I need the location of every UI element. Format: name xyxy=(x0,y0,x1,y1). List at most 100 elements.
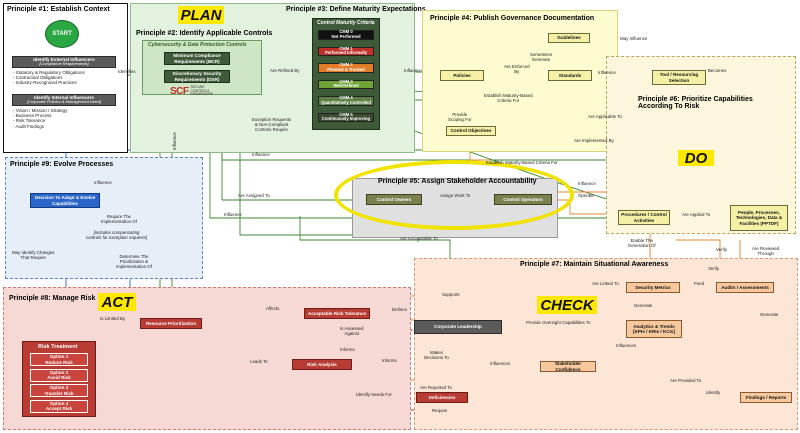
label-establish-criteria-for: Establish Maturity-Based Criteria For xyxy=(486,160,558,165)
label-influence-p2p5: Influence xyxy=(224,212,242,217)
principle-5-highlight xyxy=(334,160,574,230)
internal-influencers-header: Identify Internal Influencers[Corporate … xyxy=(12,94,116,106)
label-affects: Affects xyxy=(266,306,280,311)
label-feed: Feed xyxy=(694,281,705,286)
guidelines-box: Guidelines xyxy=(548,33,590,43)
cmm-level-2: CMM 2 Planned & Tracked xyxy=(318,63,374,73)
label-provide-scoping: Provide Scoping For xyxy=(448,112,472,123)
check-banner: CHECK xyxy=(537,296,597,314)
label-informs-2: Informs xyxy=(382,358,397,363)
label-sometimes-generate: Sometimes Generate xyxy=(530,52,552,63)
plan-banner: PLAN xyxy=(178,6,224,24)
principle-4-title: Principle #4: Publish Governance Documen… xyxy=(430,15,595,22)
acceptable-risk-tolerance-box: Acceptable Risk Tolerance xyxy=(304,308,370,319)
audits-box: Audits / Assessments xyxy=(716,282,774,293)
label-identify: Identify xyxy=(706,390,721,395)
controls-panel xyxy=(142,40,262,95)
label-supports: Supports xyxy=(442,292,460,297)
control-owners-box: Control Owners xyxy=(366,194,422,205)
label-are-enforced-by: Are Enforced By xyxy=(504,64,530,75)
maturity-criteria-title: Control Maturity Criteria xyxy=(317,20,375,26)
risk-option-3: Option 3 Transfer Risk xyxy=(30,384,88,397)
risk-analysis-box: Risk Analysis xyxy=(292,359,352,370)
label-becomes: Becomes xyxy=(708,68,727,73)
label-operate: Operate xyxy=(578,193,594,198)
internal-influencers-subtitle: [Corporate Policies & Management Intent] xyxy=(26,99,102,105)
cmm-level-5: CMM 5 Continuously Improving xyxy=(318,112,374,123)
scf-logo-letters: SCF xyxy=(170,86,189,97)
principle-2-title: Principle #2: Identify Applicable Contro… xyxy=(136,30,273,37)
external-influencers-subtitle: [Compliance Requirements] xyxy=(39,61,89,67)
label-are-reported-to: Are Reported To xyxy=(420,385,452,390)
label-influence-p9: Influence xyxy=(94,180,112,185)
label-influences-2: Influences xyxy=(490,361,511,366)
standards-box: Standards xyxy=(548,70,592,81)
label-determine-prioritization: Determine The Prioritization & Implement… xyxy=(116,254,152,270)
external-influencers-header: Identify External Influencers[Compliance… xyxy=(12,56,116,68)
external-influencers-list: - Statutory & Regulatory Obligations - C… xyxy=(13,70,85,86)
principle-8-title: Principle #8: Manage Risk xyxy=(9,295,96,302)
principle-9-region xyxy=(5,157,203,279)
label-may-influence: May Influence xyxy=(620,36,648,41)
do-region xyxy=(606,56,796,234)
label-is-assessed-against: Is Assessed Against xyxy=(340,326,364,337)
internal-influencers-title: Identify Internal Influencers xyxy=(34,95,94,101)
controls-panel-title: Cybersecurity & Data Protection Controls xyxy=(148,42,247,48)
principle-3-title: Principle #3: Define Maturity Expectatio… xyxy=(286,6,426,13)
label-influence-vert: Influence xyxy=(172,132,177,150)
label-are-linked-to: Are Linked To xyxy=(592,281,619,286)
label-makes-decisions: Makes Decisions To xyxy=(424,350,449,361)
label-exception-requests: Exception Requests & Non-Compliant Contr… xyxy=(252,117,292,133)
control-objectives-box: Control Objectives xyxy=(446,126,496,136)
mcr-box: Minimum Compliance Requirements (MCR) xyxy=(164,52,230,65)
cmm-level-1: CMM 1 Performed Informally xyxy=(318,46,374,57)
label-verify-2: Verify xyxy=(708,266,719,271)
risk-option-4: Option 4 Accept Risk xyxy=(30,399,88,413)
label-influence-p4p6: Influence xyxy=(598,70,616,75)
findings-reports-box: Findings / Reports xyxy=(740,392,792,403)
principle-1-title: Principle #1: Establish Context xyxy=(7,6,110,13)
tool-resourcing-box: Tool / Resourcing Selection xyxy=(652,70,706,85)
label-establish-maturity: Establish Maturity-Based Criteria For xyxy=(484,93,533,104)
dsr-box: Discretionary Security Requirements (DSR… xyxy=(164,70,230,83)
label-provide-oversight: Provide Oversight Capabilities To xyxy=(526,320,591,325)
label-enable-generation: Enable The Generation Of xyxy=(628,238,656,249)
resource-prioritization-box: Resource Prioritization xyxy=(140,318,202,329)
pptdf-box: People, Processes, Technologies, Data & … xyxy=(730,205,788,231)
label-are-reviewed-through: Are Reviewed Through xyxy=(752,246,780,257)
label-are-applicable-to: Are Applicable To xyxy=(588,114,622,119)
assign-work-label: Assign Work To xyxy=(440,193,471,198)
label-are-assigned-to: Are Assigned To xyxy=(238,193,270,198)
decision-evolve-box: Decision To Adapt & Evolve Capabilities xyxy=(30,193,100,208)
label-influences-1: Influences xyxy=(616,343,637,348)
external-influencers-title: Identify External Influencers xyxy=(33,57,95,63)
cmm-level-3: CMM 3 Well-Defined xyxy=(318,79,374,90)
principle-7-title: Principle #7: Maintain Situational Aware… xyxy=(520,261,669,268)
label-are-refined-by: Are Refined By xyxy=(270,68,300,73)
security-metrics-box: Security Metrics xyxy=(626,282,680,293)
stakeholder-confidence-box: Stakeholder Confidence xyxy=(540,361,596,372)
label-generate-2: Generate xyxy=(760,312,779,317)
principle-5-title: Principle #5: Assign Stakeholder Account… xyxy=(378,178,537,185)
label-are-implemented-by: Are Implemented By xyxy=(574,138,614,143)
policies-box: Policies xyxy=(440,70,484,81)
cmm-level-4: CMM 4 Quantitatively Controlled xyxy=(318,96,374,106)
label-influence-right: Influence xyxy=(578,181,596,186)
label-may-identify-changes: May Identify Changes That Require xyxy=(12,250,55,261)
label-leads-to: Leads To xyxy=(250,359,268,364)
procedures-box: Procedures / Control Activities xyxy=(618,210,670,225)
label-are-accountable-to: Are Accountable To xyxy=(400,236,438,241)
start-label: START xyxy=(52,31,72,37)
label-influence-p3p4: Influence xyxy=(404,68,422,73)
label-are-provided-to: Are Provided To xyxy=(670,378,702,383)
start-node: START xyxy=(45,20,79,48)
risk-option-2: Option 2 Avoid Risk xyxy=(30,368,88,382)
label-informs-1: Informs xyxy=(340,347,355,352)
principle-6-title: Principle #6: Prioritize Capabilities Ac… xyxy=(638,96,753,110)
deficiencies-box: Deficiencies xyxy=(416,392,468,403)
control-operators-box: Control Operators xyxy=(494,194,552,205)
scf-logo: SCF SECURE CONTROLS FRAMEWORK xyxy=(170,85,213,97)
label-require-implementation: Require The Implementation Of xyxy=(101,214,137,225)
label-defines: Defines xyxy=(392,307,407,312)
label-verify-1: Verify xyxy=(716,247,727,252)
